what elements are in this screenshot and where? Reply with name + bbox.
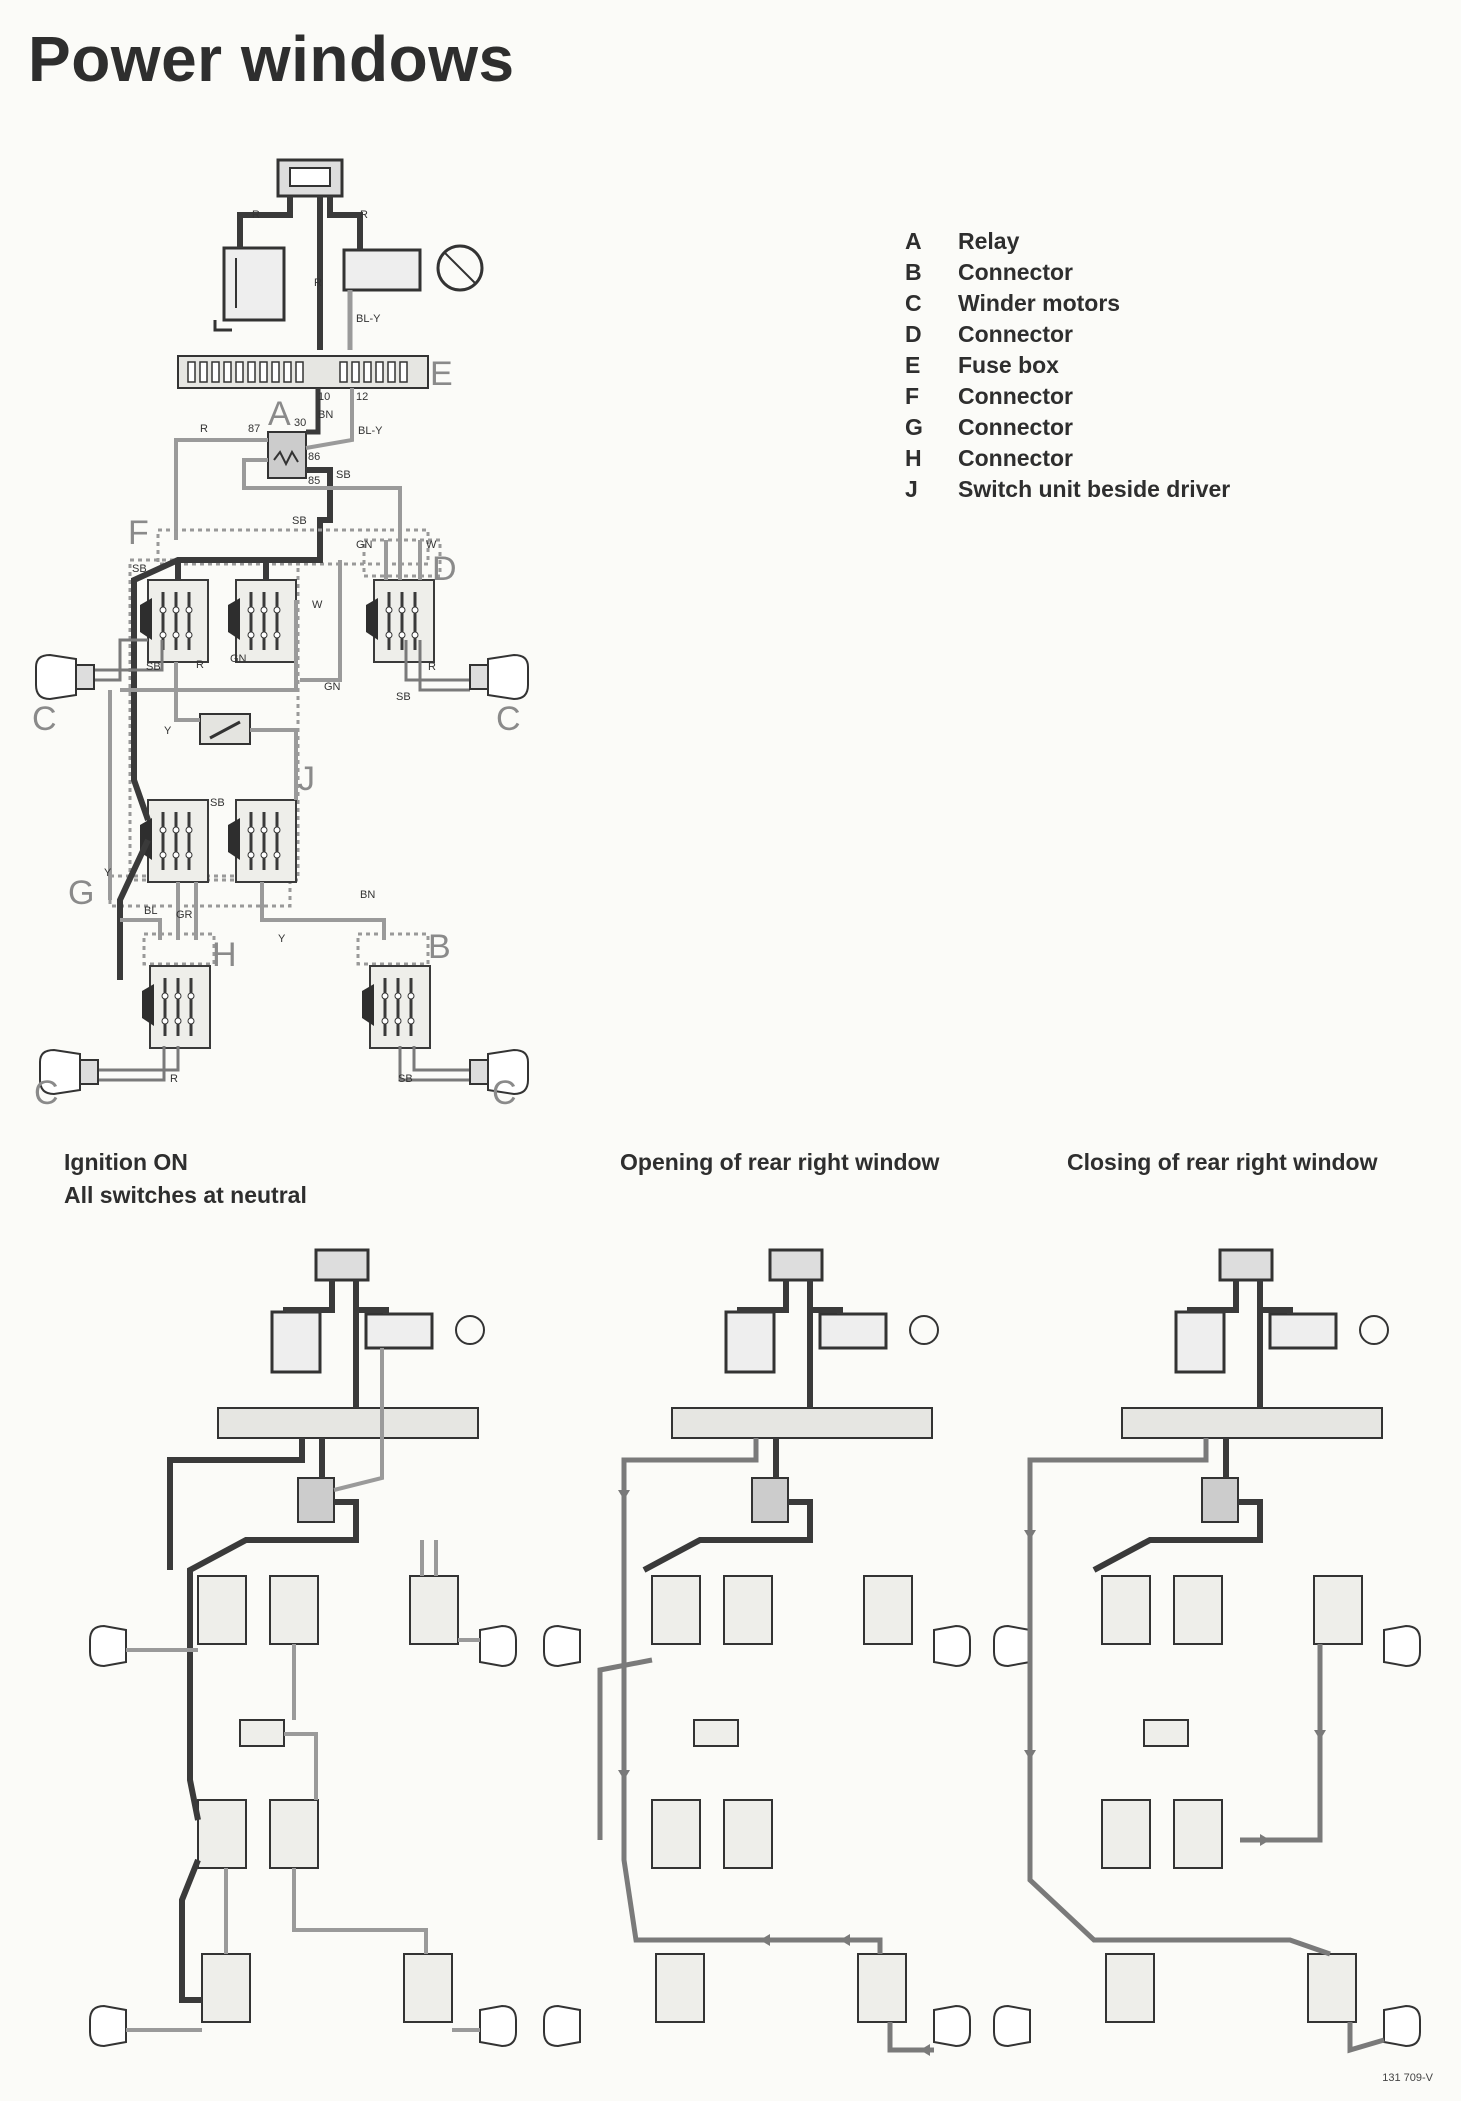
legend-key: H bbox=[905, 445, 922, 471]
main-wiring-diagram: A B C C C C D E F G H J R R R R BL-Y BL-… bbox=[32, 158, 529, 1112]
wire-label: SB bbox=[398, 1073, 413, 1085]
wire-label: BL bbox=[144, 905, 157, 917]
wire-label: R bbox=[252, 209, 260, 221]
terminal-label: 10 bbox=[318, 391, 330, 403]
wire-label: Y bbox=[104, 867, 112, 879]
wire-label: SB bbox=[132, 563, 147, 575]
wire-label: BL-Y bbox=[356, 313, 381, 325]
wire-label: BL-Y bbox=[358, 425, 383, 437]
component-letter: E bbox=[430, 355, 453, 393]
component-letter: B bbox=[428, 928, 451, 966]
caption-line: All switches at neutral bbox=[64, 1182, 307, 1208]
component-letter: F bbox=[128, 514, 149, 552]
legend-key: E bbox=[905, 352, 921, 378]
caption-closing: Closing of rear right window bbox=[1067, 1149, 1378, 1175]
wire-label: SB bbox=[210, 797, 225, 809]
wire-label: Y bbox=[164, 725, 172, 737]
wire-label: R bbox=[428, 661, 436, 673]
legend-item: D Connector bbox=[905, 321, 1230, 352]
component-letter: A bbox=[268, 395, 291, 433]
wire-label: BN bbox=[360, 889, 375, 901]
legend-text: Winder motors bbox=[958, 290, 1121, 316]
figure-reference: 131 709-V bbox=[1382, 2072, 1433, 2084]
wire-label: R bbox=[170, 1073, 178, 1085]
wire-label: R bbox=[360, 209, 368, 221]
wire-label: SB bbox=[336, 469, 351, 481]
legend-text: Connector bbox=[958, 445, 1073, 471]
wire-label: GN bbox=[324, 681, 341, 693]
wire-label: R bbox=[196, 659, 204, 671]
legend-key: B bbox=[905, 259, 922, 285]
legend-item: J Switch unit beside driver bbox=[905, 476, 1230, 507]
terminal-label: 12 bbox=[356, 391, 368, 403]
wire-label: R bbox=[314, 277, 322, 289]
caption-line: Ignition ON bbox=[64, 1149, 188, 1175]
wire-label: GR bbox=[176, 909, 193, 921]
legend-key: J bbox=[905, 476, 918, 502]
component-letter: J bbox=[298, 760, 315, 798]
caption-neutral: Ignition ON All switches at neutral bbox=[64, 1146, 307, 1212]
legend-key: A bbox=[905, 228, 922, 254]
wire-label: BN bbox=[318, 409, 333, 421]
component-letter: G bbox=[68, 874, 94, 912]
component-legend: A Relay B Connector C Winder motors D Connec… bbox=[905, 228, 1230, 507]
legend-item: A Relay bbox=[905, 228, 1230, 259]
terminal-label: 87 bbox=[248, 423, 260, 435]
wire-label: Y bbox=[278, 933, 286, 945]
component-letter: C bbox=[34, 1074, 59, 1112]
legend-item: C Winder motors bbox=[905, 290, 1230, 321]
terminal-label: 85 bbox=[308, 475, 320, 487]
component-letter: C bbox=[496, 700, 521, 738]
terminal-label: 86 bbox=[308, 451, 320, 463]
legend-item: G Connector bbox=[905, 414, 1230, 445]
state-diagram-closing bbox=[992, 1248, 1422, 2054]
legend-key: D bbox=[905, 321, 922, 347]
terminal-label: 30 bbox=[294, 417, 306, 429]
legend-text: Connector bbox=[958, 321, 1073, 347]
wire-label: SB bbox=[292, 515, 307, 527]
wire-label: R bbox=[200, 423, 208, 435]
page-title: Power windows bbox=[28, 23, 515, 95]
legend-key: F bbox=[905, 383, 920, 409]
legend-text: Connector bbox=[958, 414, 1073, 440]
state-diagram-neutral bbox=[89, 1248, 517, 2048]
wire-label: GN bbox=[356, 539, 373, 551]
caption-opening: Opening of rear right window bbox=[620, 1149, 940, 1175]
state-diagram-opening bbox=[542, 1248, 972, 2056]
component-letter: H bbox=[212, 936, 237, 974]
legend-item: F Connector bbox=[905, 383, 1230, 414]
legend-item: H Connector bbox=[905, 445, 1230, 476]
legend-text: Connector bbox=[958, 383, 1073, 409]
legend-key: C bbox=[905, 290, 922, 316]
legend-text: Fuse box bbox=[958, 352, 1059, 378]
component-letter: C bbox=[492, 1074, 517, 1112]
legend-text: Switch unit beside driver bbox=[958, 476, 1231, 502]
wire-label: W bbox=[426, 539, 437, 551]
wire-label: SB bbox=[146, 661, 161, 673]
component-letter: D bbox=[432, 550, 457, 588]
legend-item: B Connector bbox=[905, 259, 1230, 290]
wire-label: GN bbox=[230, 653, 247, 665]
legend-text: Connector bbox=[958, 259, 1073, 285]
wire-label: SB bbox=[396, 691, 411, 703]
wire-label: W bbox=[312, 599, 323, 611]
component-letter: C bbox=[32, 700, 57, 738]
legend-key: G bbox=[905, 414, 923, 440]
legend-item: E Fuse box bbox=[905, 352, 1230, 383]
legend-text: Relay bbox=[958, 228, 1020, 254]
